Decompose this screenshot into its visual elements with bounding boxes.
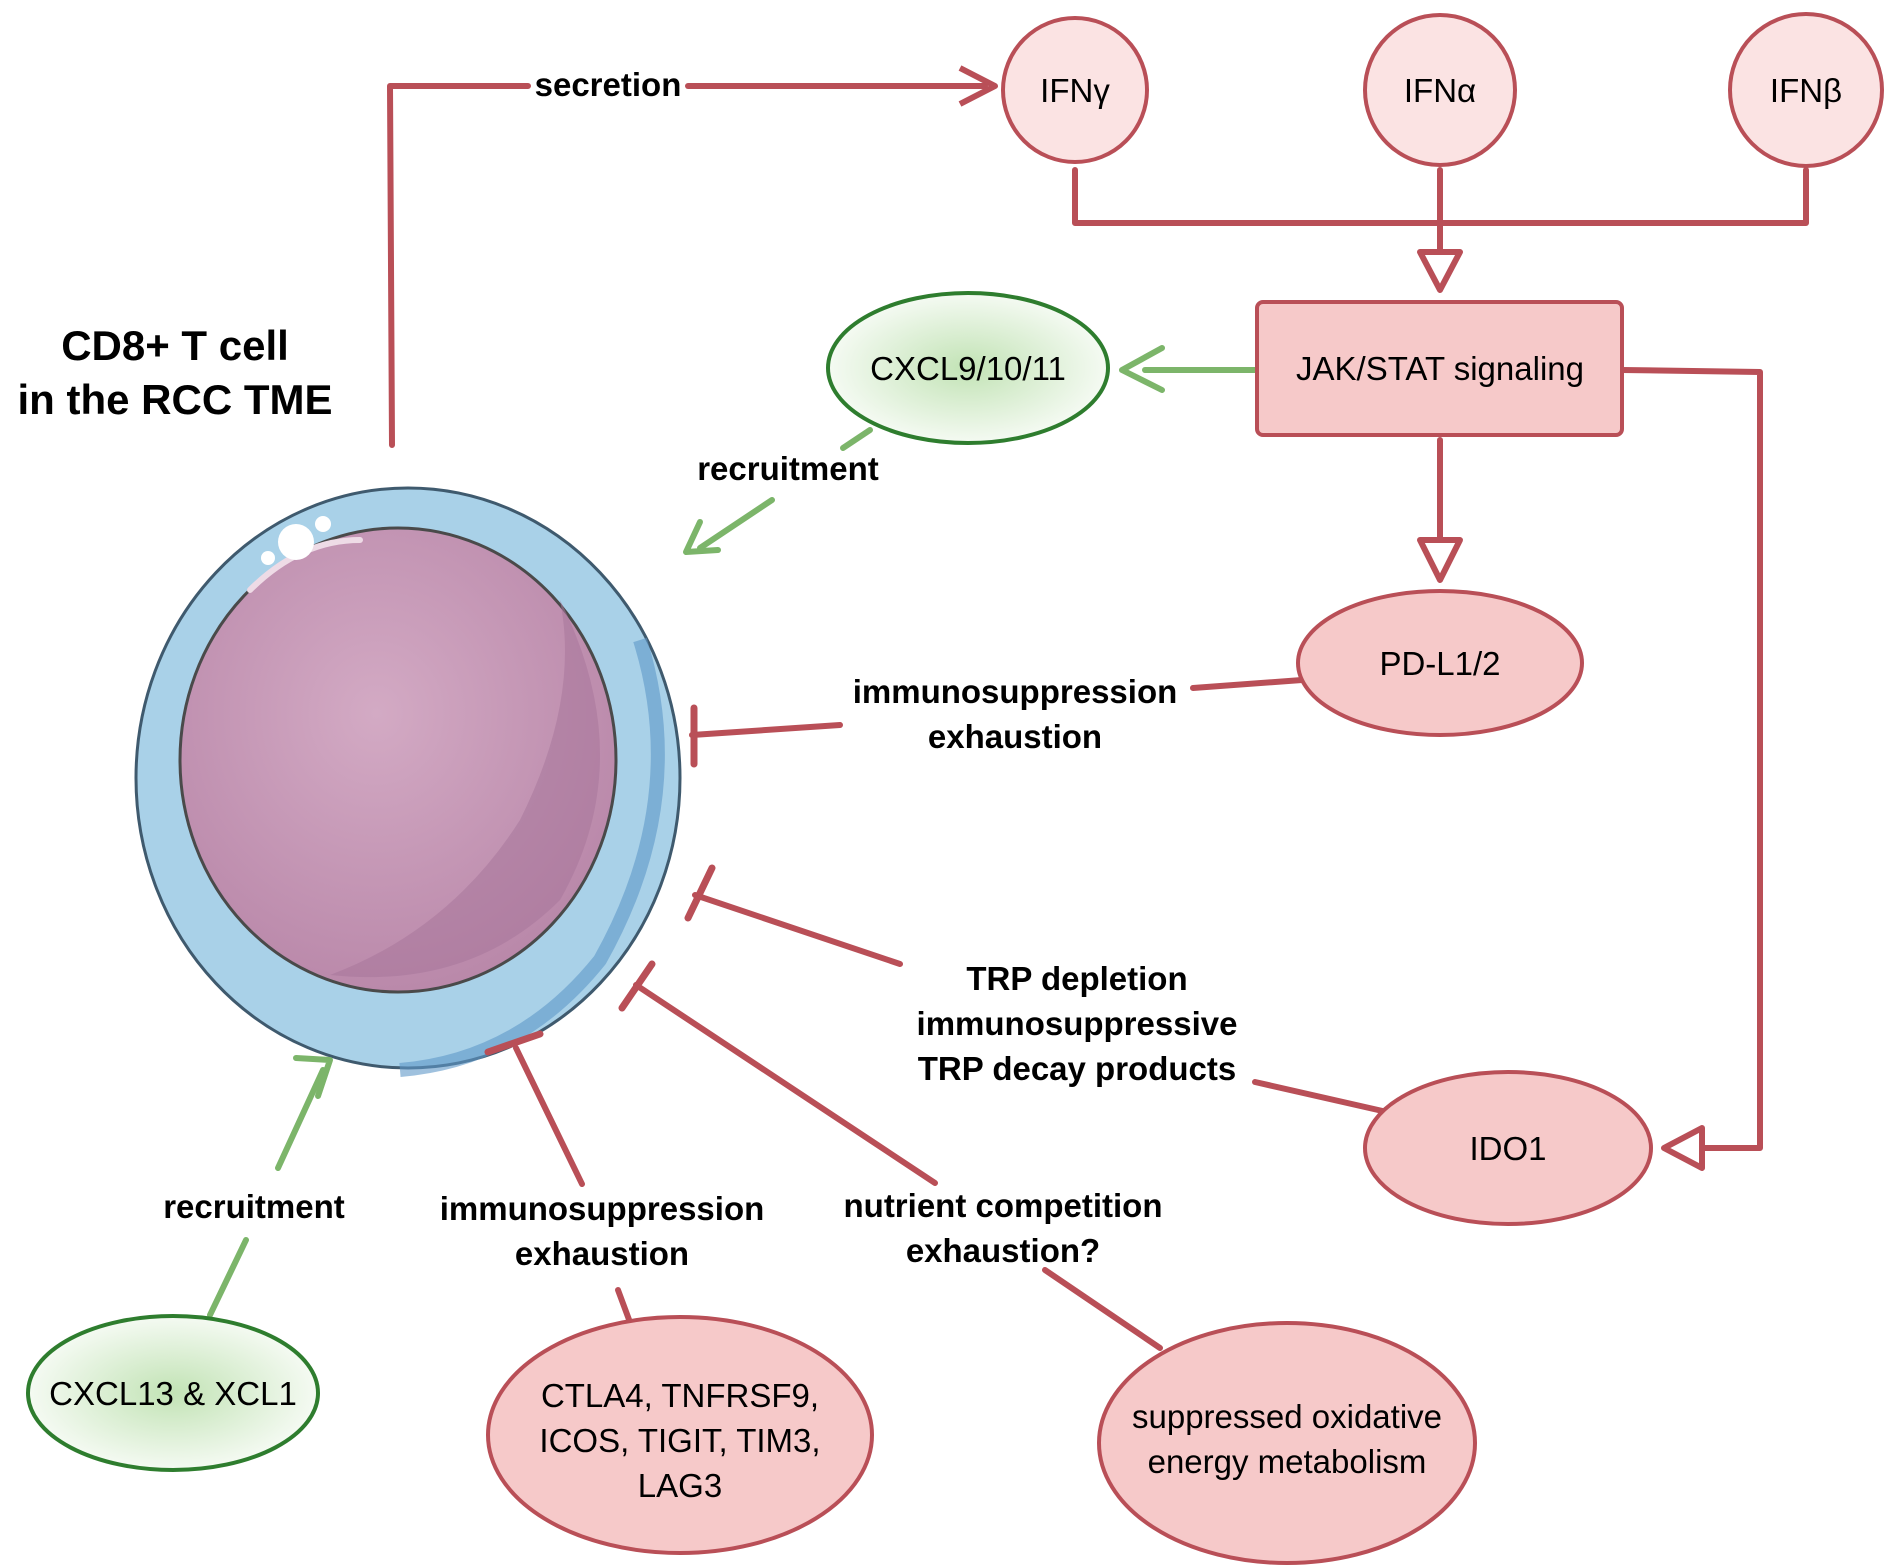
- node-metabolism: suppressed oxidative energy metabolism: [1097, 1321, 1477, 1565]
- ido1-effect-line-3: TRP decay products: [918, 1050, 1236, 1087]
- checkpoint-effect-line-1: immunosuppression: [440, 1190, 765, 1227]
- jak-stat-label: JAK/STAT signaling: [1296, 350, 1584, 387]
- pdl1-edge-a: [1190, 677, 1305, 691]
- node-checkpoints: CTLA4, TNFRSF9, ICOS, TIGIT, TIM3, LAG3: [486, 1315, 874, 1555]
- ido1-label: IDO1: [1469, 1130, 1546, 1167]
- tbar-checkpoint: [484, 1030, 544, 1056]
- node-cxcl9: CXCL9/10/11: [826, 291, 1110, 445]
- edge-labels: secretion recruitment immunosuppression …: [163, 66, 1237, 1272]
- arrowhead-secretion: [958, 65, 998, 107]
- title-line-1: CD8+ T cell: [61, 322, 289, 369]
- cxcl13-label: CXCL13 & XCL1: [49, 1375, 297, 1412]
- node-cxcl13: CXCL13 & XCL1: [26, 1314, 320, 1472]
- arrowhead-cxcl9: [1119, 345, 1165, 393]
- checkpoints-line-1: CTLA4, TNFRSF9,: [541, 1377, 819, 1414]
- secretion-edge-a: [387, 83, 531, 448]
- tbar-ido1: [684, 864, 716, 922]
- ifn-gamma-label: IFNγ: [1040, 72, 1110, 109]
- ido1-edge-a: [1252, 1079, 1390, 1115]
- diagram-title: CD8+ T cell in the RCC TME: [18, 322, 333, 423]
- node-ido1: IDO1: [1363, 1070, 1653, 1226]
- metabolism-effect-line-1: nutrient competition: [844, 1187, 1163, 1224]
- checkpoint-effect-line-2: exhaustion: [515, 1235, 689, 1272]
- checkpoints-line-3: LAG3: [638, 1467, 722, 1504]
- arrowhead-recruit-top: [683, 519, 721, 555]
- title-line-2: in the RCC TME: [18, 376, 333, 423]
- metabolism-effect-line-2: exhaustion?: [906, 1232, 1100, 1269]
- node-pdl1: PD-L1/2: [1296, 589, 1584, 737]
- metabolism-line-1: suppressed oxidative: [1132, 1398, 1442, 1435]
- recruitment-edges: [207, 345, 1258, 1318]
- pdl1-label: PD-L1/2: [1379, 645, 1500, 682]
- ifn-beta-label: IFNβ: [1770, 72, 1842, 109]
- cxcl9-recruit-edge-a: [840, 427, 873, 451]
- jak-to-ido1-edge: [1619, 367, 1763, 1151]
- recruitment-top-label: recruitment: [697, 450, 879, 487]
- secretion-label: secretion: [535, 66, 682, 103]
- cxcl9-recruit-edge-b: [697, 497, 775, 551]
- arrowhead-pdl1: [1417, 537, 1463, 583]
- node-jak-stat: JAK/STAT signaling: [1255, 300, 1624, 437]
- ifn-alpha-label: IFNα: [1404, 72, 1476, 109]
- cxcl9-label: CXCL9/10/11: [870, 350, 1066, 387]
- cxcl13-recruit-edge-b: [275, 1067, 326, 1171]
- cxcl13-recruit-edge-a: [207, 1237, 249, 1318]
- arrowhead-ido1: [1661, 1125, 1705, 1171]
- arrowhead-recruit-bottom: [293, 1055, 333, 1099]
- inhibition-bars: [484, 704, 716, 1056]
- node-ifn-beta: IFNβ: [1728, 12, 1884, 168]
- metabolism-edge-b: [633, 982, 938, 1186]
- ido1-edge-b: [692, 892, 903, 967]
- checkpoint-edge-b: [513, 1045, 585, 1187]
- arrowhead-jak: [1417, 249, 1463, 293]
- inhibitory-and-signal-edges: [387, 83, 1809, 1351]
- cd8-t-cell-icon: [134, 486, 682, 1077]
- node-ifn-gamma: IFNγ: [1001, 16, 1149, 164]
- ido1-effect-line-1: TRP depletion: [966, 960, 1187, 997]
- checkpoints-line-2: ICOS, TIGIT, TIM3,: [539, 1422, 820, 1459]
- checkpoint-edge-a: [615, 1287, 634, 1328]
- pdl1-effect-line-2: exhaustion: [928, 718, 1102, 755]
- ido1-effect-line-2: immunosuppressive: [917, 1005, 1238, 1042]
- pdl1-effect-line-1: immunosuppression: [853, 673, 1178, 710]
- metabolism-line-2: energy metabolism: [1148, 1443, 1427, 1480]
- recruitment-bottom-label: recruitment: [163, 1188, 345, 1225]
- metabolism-edge-a: [1042, 1267, 1163, 1351]
- tbar-metabolism: [618, 960, 656, 1012]
- red-arrowheads: [958, 65, 1705, 1171]
- pdl1-edge-b: [689, 722, 843, 738]
- node-ifn-alpha: IFNα: [1363, 13, 1517, 167]
